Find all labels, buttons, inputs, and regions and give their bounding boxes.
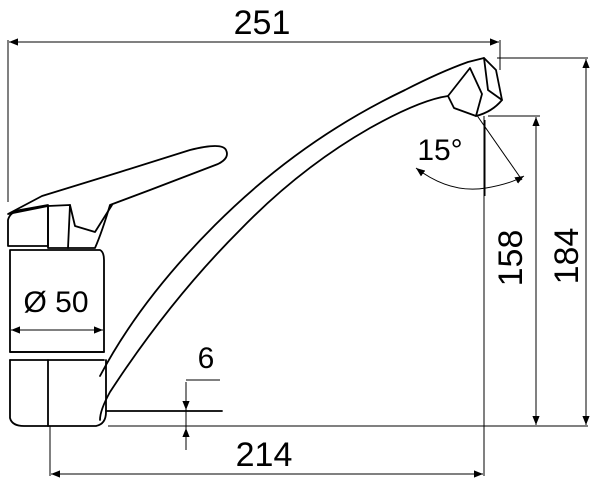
faucet-outline	[7, 57, 503, 427]
dimension-plate-thickness: 6	[182, 342, 220, 450]
overall-height-label: 184	[548, 228, 586, 285]
faucet-body-base	[9, 359, 107, 427]
plate-thickness-label: 6	[198, 342, 215, 375]
base-width-label: 214	[236, 436, 293, 474]
overall-width-label: 251	[234, 4, 291, 42]
lever-detail-2	[67, 204, 71, 249]
dimension-base-width: 214	[51, 436, 483, 478]
body-ring	[9, 351, 105, 361]
spout	[99, 57, 503, 421]
dimension-spout-angle: 15°	[415, 113, 525, 190]
lever-handle	[7, 145, 228, 249]
lever-detail	[47, 204, 113, 233]
body-diameter-label: Ø 50	[23, 286, 88, 319]
dimension-spout-height: 158	[492, 117, 540, 425]
spout-angle-label: 15°	[417, 134, 462, 167]
faucet-body-cylinder	[9, 249, 105, 353]
dimension-overall-width: 251	[9, 4, 499, 46]
dimension-body-diameter: Ø 50	[11, 286, 103, 334]
spout-height-label: 158	[492, 230, 530, 287]
extension-lines	[7, 40, 588, 476]
spout-tip	[447, 57, 503, 117]
dimension-overall-height: 184	[548, 59, 590, 425]
